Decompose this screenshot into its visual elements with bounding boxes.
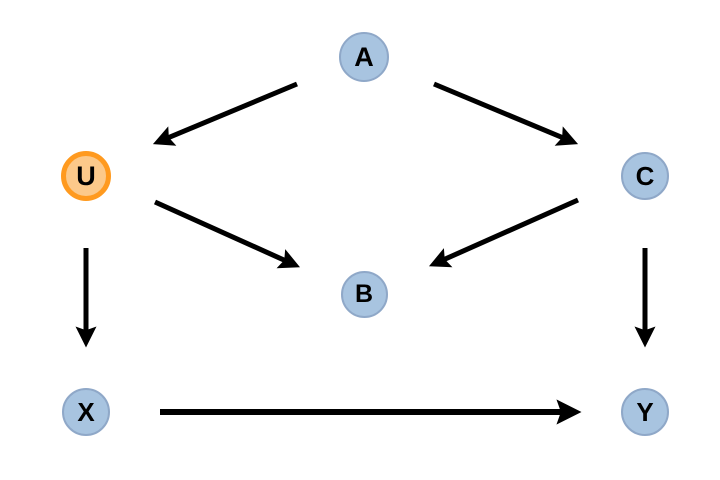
- node-a[interactable]: A: [339, 32, 389, 82]
- edge-u-to-b: [153, 199, 301, 269]
- node-b[interactable]: B: [340, 270, 388, 318]
- node-x[interactable]: X: [62, 388, 110, 436]
- node-label-u: U: [76, 160, 96, 191]
- node-label-c: C: [635, 161, 655, 191]
- edge-c-to-b: [428, 197, 580, 268]
- edges-group: [75, 81, 656, 425]
- edge-a-to-u: [152, 81, 298, 146]
- node-c[interactable]: C: [621, 152, 669, 200]
- node-label-x: X: [77, 397, 95, 427]
- node-label-b: B: [354, 279, 374, 308]
- node-label-a: A: [354, 41, 374, 72]
- edge-a-to-c: [433, 81, 579, 146]
- node-label-y: Y: [636, 397, 654, 427]
- node-u[interactable]: U: [61, 151, 111, 201]
- node-y[interactable]: Y: [621, 388, 669, 436]
